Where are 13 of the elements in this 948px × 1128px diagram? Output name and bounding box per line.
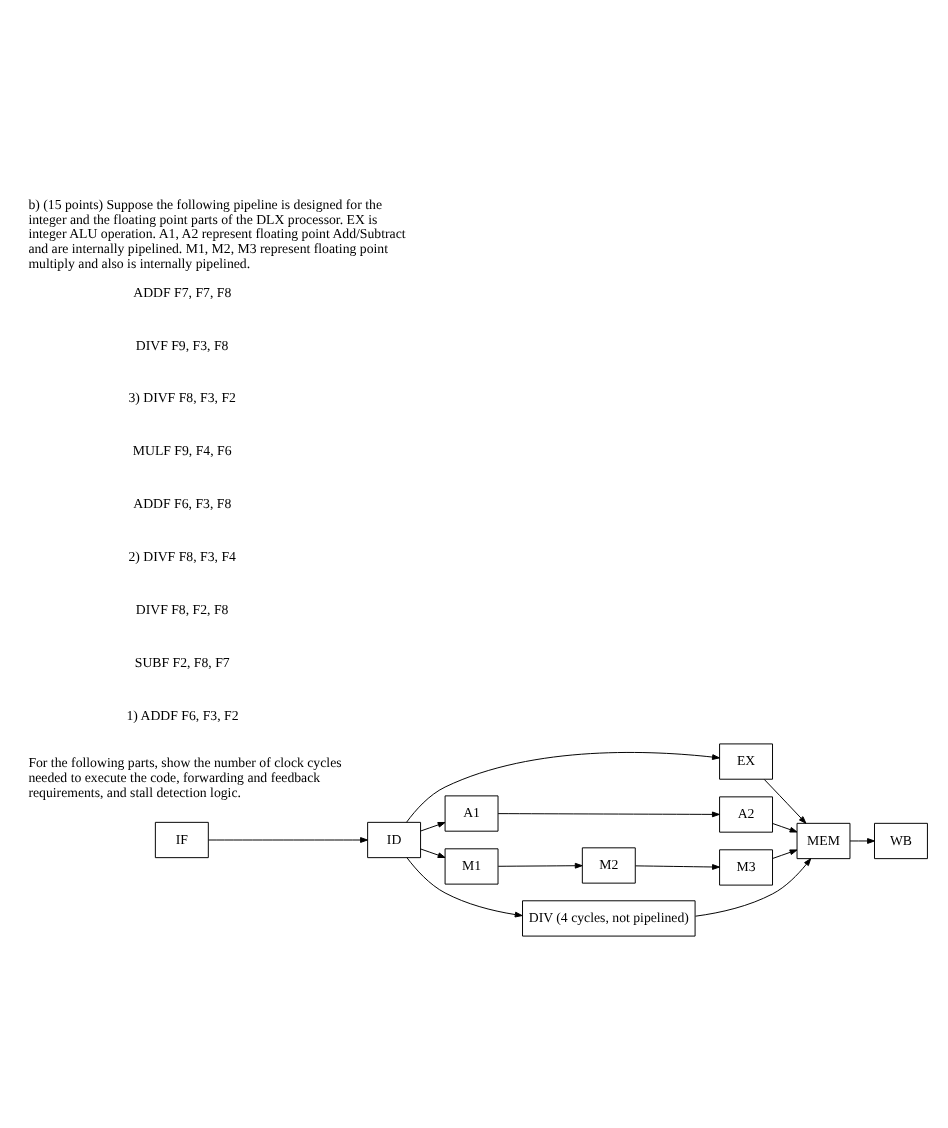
arrow xyxy=(406,751,720,822)
arrow xyxy=(695,857,812,916)
arrow xyxy=(772,848,798,858)
arrow xyxy=(497,810,720,817)
arrow xyxy=(763,778,807,823)
arrow xyxy=(635,863,720,869)
arrow xyxy=(772,822,798,832)
arrow xyxy=(208,836,368,842)
arrow xyxy=(420,821,446,831)
arrow xyxy=(406,856,523,917)
arrow xyxy=(420,847,446,857)
arrow xyxy=(497,861,583,868)
arrow xyxy=(849,837,875,843)
